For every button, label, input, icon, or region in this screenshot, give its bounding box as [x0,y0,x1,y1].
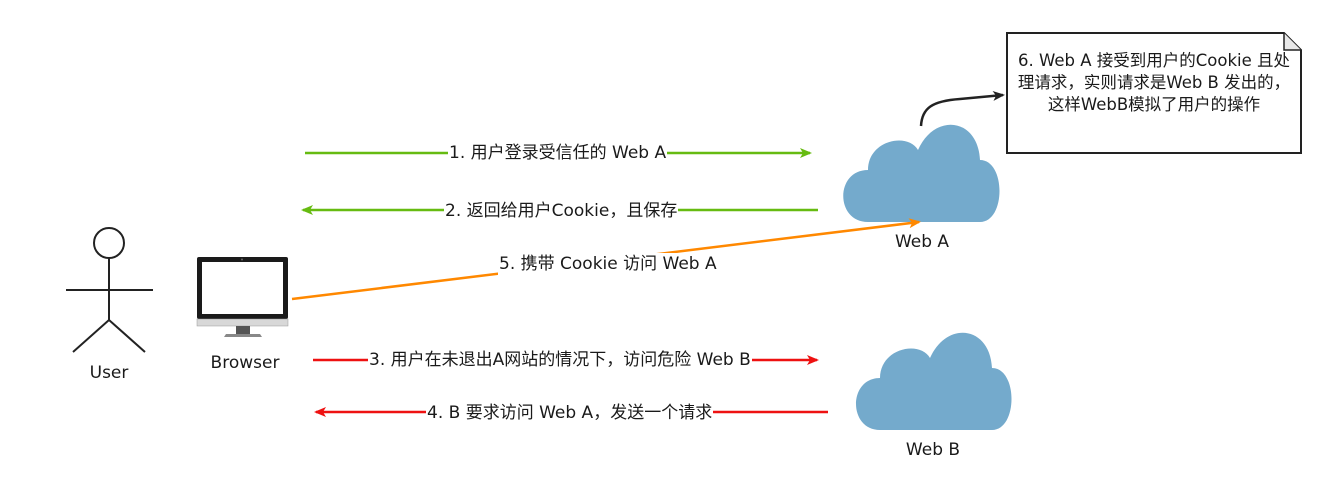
computer-monitor-icon [196,257,289,337]
web-b-caption: Web B [905,440,961,460]
browser-caption: Browser [210,353,280,373]
user-caption: User [89,363,129,383]
step-1-label: 1. 用户登录受信任的 Web A [448,142,668,164]
note-box [1006,32,1302,154]
step-4-label: 4. B 要求访问 Web A，发送一个请求 [426,402,714,424]
user-stick-figure-icon [66,227,153,353]
step-5-label: 5. 携带 Cookie 访问 Web A [498,253,718,275]
web-a-cloud-icon [843,124,1000,222]
web-a-caption: Web A [894,232,950,252]
step-3-label: 3. 用户在未退出A网站的情况下，访问危险 Web B [368,349,752,371]
note-text: 6. Web A 接受到用户的Cookie 且处理请求，实则请求是Web B 发… [1017,51,1291,114]
step-2-label: 2. 返回给用户Cookie，且保存 [444,200,679,222]
web-b-cloud-icon [856,332,1012,430]
note-connector-arrow [919,90,1005,127]
